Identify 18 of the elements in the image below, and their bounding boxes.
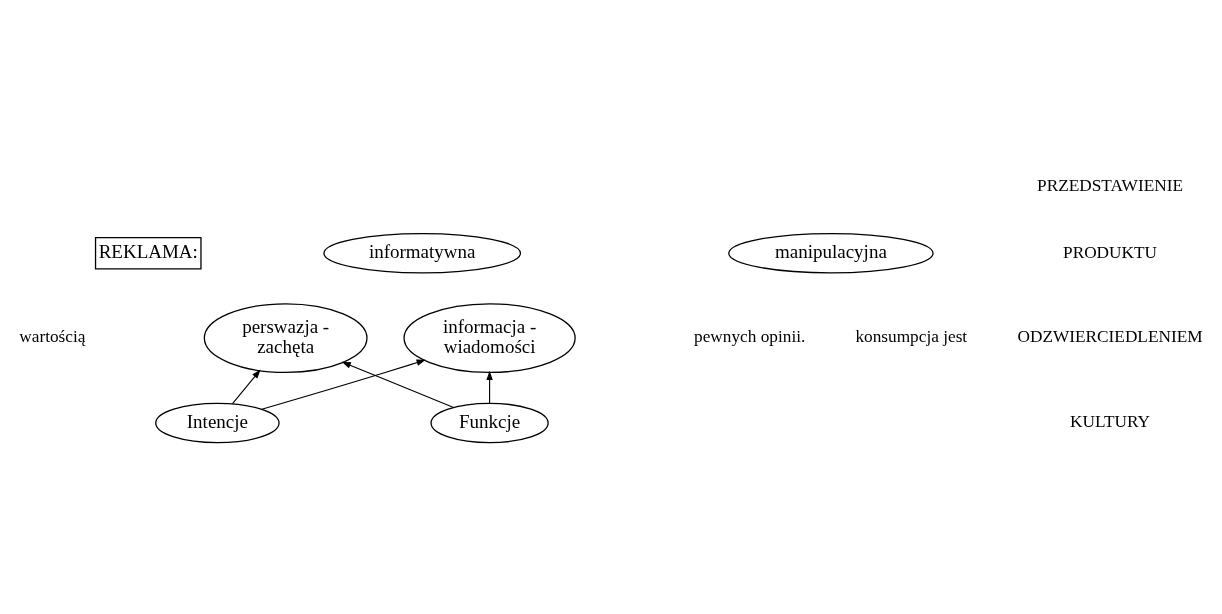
label: ODZWIERCIEDLENIEM	[1017, 327, 1203, 347]
label: PRZEDSTAWIENIE	[1037, 176, 1183, 196]
arrow	[232, 369, 261, 405]
label: KULTURY	[1070, 412, 1151, 432]
node-ellipse: manipulacyjna	[728, 232, 934, 274]
arrow	[486, 370, 493, 404]
node-ellipse: Funkcje	[430, 402, 549, 444]
node-ellipse: informacja - wiadomości	[403, 303, 576, 374]
label: pewnych opinii.	[694, 327, 806, 347]
label: PRODUKTU	[1063, 242, 1158, 262]
arrow	[261, 359, 426, 410]
node-ellipse: informatywna	[323, 232, 522, 274]
node-ellipse: perswazja - zachęta	[203, 303, 368, 374]
node-box: REKLAMA:	[94, 237, 202, 270]
node-ellipse: Intencje	[155, 402, 280, 444]
label: wartością	[19, 327, 86, 347]
arrow	[341, 361, 455, 408]
label: konsumpcja jest	[855, 327, 968, 347]
